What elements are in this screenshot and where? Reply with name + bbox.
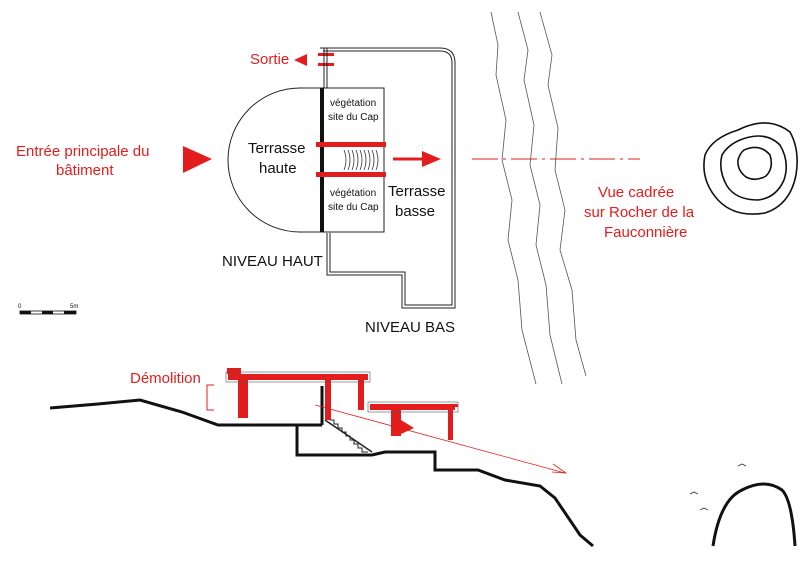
demolition-label: Démolition — [130, 370, 201, 387]
rock-contours — [703, 122, 798, 215]
entrance-arrow-icon — [183, 146, 212, 173]
lower-terrace-label-line2: basse — [395, 203, 435, 220]
stair-red-bar-bottom — [316, 172, 386, 177]
section-sight-line — [314, 404, 566, 474]
coastline-lines — [490, 11, 587, 385]
section-sight-arrowhead-icon — [551, 463, 568, 474]
rock-silhouette — [711, 482, 797, 547]
section-lower-structure — [240, 386, 453, 472]
scale-end: 5m — [70, 304, 78, 310]
scale-bar: 0 5m — [18, 304, 78, 315]
vegetation-bottom-line2: site du Cap — [328, 202, 379, 213]
entrance-label-line1: Entrée principale du — [16, 143, 149, 160]
section-stair — [324, 419, 373, 453]
demolition-bracket — [206, 384, 214, 411]
scale-start: 0 — [18, 304, 22, 310]
vegetation-bottom-line1: végétation — [330, 188, 376, 199]
exit-label: Sortie — [250, 51, 289, 68]
lower-level-label: NIVEAU BAS — [365, 319, 455, 336]
lower-terrace-label-line1: Terrasse — [388, 183, 446, 200]
view-label-line3: Fauconnière — [604, 224, 687, 241]
plan-outline — [320, 47, 456, 309]
terrain-slope — [453, 468, 594, 548]
upper-level-label: NIVEAU HAUT — [222, 253, 323, 270]
upper-terrace-arc — [227, 87, 322, 233]
demolition-elements — [227, 368, 458, 440]
stair-red-bar-top — [316, 142, 386, 147]
upper-terrace-label-line2: haute — [259, 160, 297, 177]
bird-icons — [689, 463, 747, 511]
lower-terrace-arrow-icon — [393, 151, 441, 167]
exit-arrow-icon — [294, 54, 307, 66]
view-label-line1: Vue cadrée — [598, 184, 674, 201]
terrain-profile — [49, 398, 240, 427]
exit-marker — [294, 48, 334, 88]
upper-terrace-label-line1: Terrasse — [248, 140, 306, 157]
vegetation-top-line1: végétation — [330, 98, 376, 109]
entrance-label-line2: bâtiment — [56, 162, 114, 179]
demolition-outline — [225, 371, 459, 413]
vegetation-top-line2: site du Cap — [328, 112, 379, 123]
view-label-line2: sur Rocher de la — [584, 204, 695, 221]
stair-steps — [343, 149, 379, 171]
